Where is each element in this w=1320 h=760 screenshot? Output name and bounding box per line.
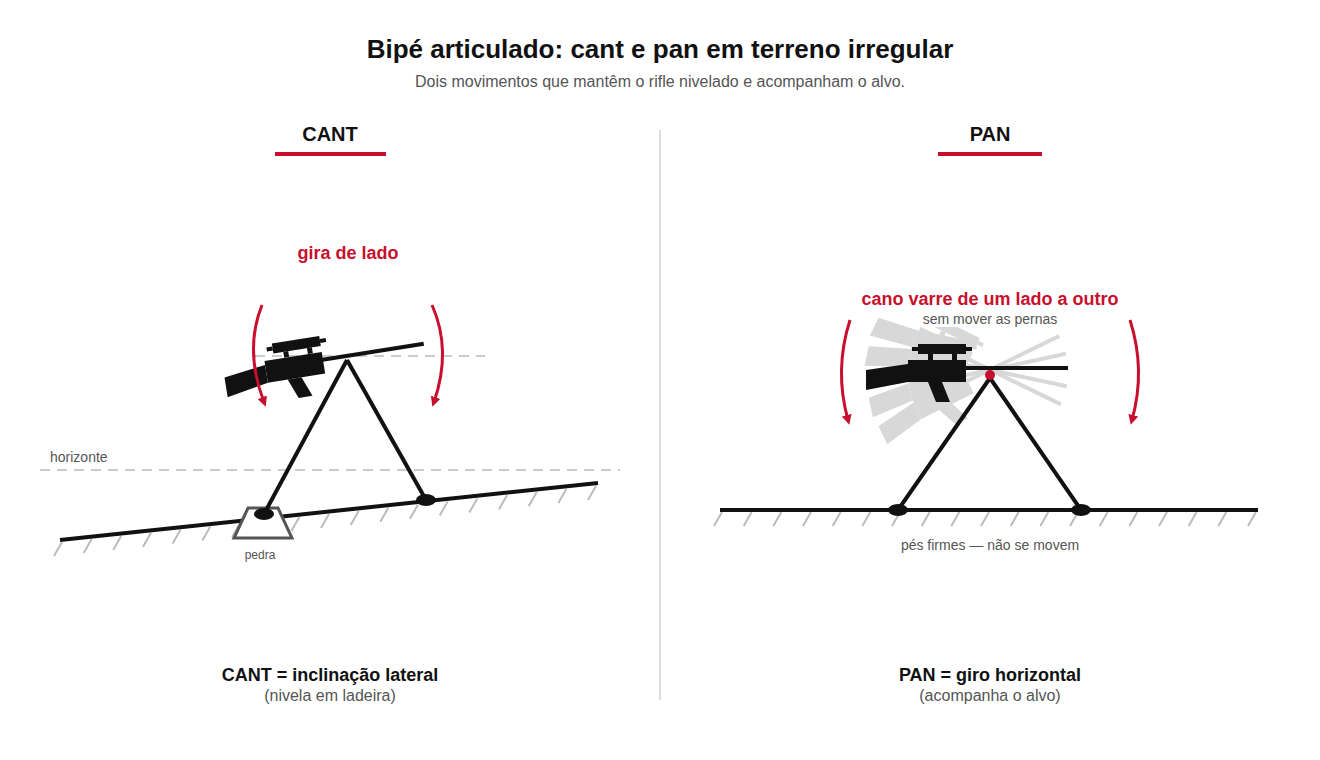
ghost-rifles	[862, 294, 1074, 455]
heading-underline	[275, 152, 386, 156]
hatch-stroke	[862, 512, 870, 526]
motion-label: gira de lado	[295, 243, 400, 264]
hatch-stroke	[1011, 512, 1019, 526]
motion-label: cano varre de um lado a outro	[859, 289, 1120, 310]
hatch-stroke	[1159, 512, 1167, 526]
hatch-stroke	[469, 498, 477, 512]
ground-hatching	[54, 486, 596, 556]
hatch-stroke	[1100, 512, 1108, 526]
note: sem mover as pernas	[921, 311, 1060, 327]
hatch-stroke	[143, 533, 151, 547]
part-label: pedra	[243, 549, 278, 563]
hatch-stroke	[202, 526, 210, 540]
hatch-stroke	[321, 514, 329, 528]
hatch-stroke	[499, 495, 507, 509]
hatch-stroke	[291, 517, 299, 531]
hatch-stroke	[113, 536, 121, 550]
section-heading: CANT	[300, 123, 360, 146]
stone	[234, 508, 292, 538]
bipod-leg	[264, 360, 347, 514]
bipod-foot	[416, 494, 436, 506]
hatch-stroke	[440, 502, 448, 516]
section-heading: PAN	[968, 123, 1013, 146]
rifle	[220, 320, 429, 409]
definition: CANT = inclinação lateral	[220, 665, 441, 686]
definition-note: (nivela em ladeira)	[262, 687, 398, 705]
ground-hatching	[714, 512, 1256, 526]
hatch-stroke	[54, 542, 62, 556]
hatch-stroke	[84, 539, 92, 553]
flat-ground	[720, 508, 1258, 512]
note: pés firmes — não se movem	[899, 537, 1081, 553]
hatch-stroke	[1218, 512, 1226, 526]
subtitle: Dois movimentos que mantêm o rifle nivel…	[413, 73, 907, 91]
definition: PAN = giro horizontal	[897, 665, 1083, 686]
hatch-stroke	[1129, 512, 1137, 526]
hatch-stroke	[1248, 512, 1256, 526]
heading-underline	[938, 152, 1042, 156]
hatch-stroke	[588, 486, 596, 500]
hatch-stroke	[773, 512, 781, 526]
hatch-stroke	[380, 508, 388, 522]
slope-ground	[60, 483, 598, 540]
horizon-line	[40, 469, 620, 471]
hatch-stroke	[558, 489, 566, 503]
definition-note: (acompanha o alvo)	[917, 687, 1062, 705]
sweep-arrow	[841, 320, 850, 420]
sweep-arrow	[1130, 320, 1139, 420]
rotation-arrow	[253, 305, 264, 402]
level-line	[255, 355, 485, 357]
hatch-stroke	[951, 512, 959, 526]
hatch-stroke	[803, 512, 811, 526]
title: Bipé articulado: cant e pan em terreno i…	[365, 35, 956, 65]
hatch-stroke	[744, 512, 752, 526]
pivot-point	[985, 370, 995, 380]
hatch-stroke	[410, 505, 418, 519]
hatch-stroke	[1040, 512, 1048, 526]
hatch-stroke	[529, 492, 537, 506]
hatch-stroke	[714, 512, 722, 526]
hatch-stroke	[833, 512, 841, 526]
rifle	[866, 344, 1068, 402]
rotation-arrow	[432, 305, 443, 402]
hatch-stroke	[1189, 512, 1197, 526]
divider	[659, 130, 661, 700]
line-label: horizonte	[48, 449, 110, 465]
bipod-leg	[990, 378, 1081, 510]
bipod-foot	[888, 504, 908, 516]
bipod-leg	[347, 360, 426, 500]
hatch-stroke	[981, 512, 989, 526]
hatch-stroke	[922, 512, 930, 526]
bipod-foot	[1071, 504, 1091, 516]
hatch-stroke	[173, 530, 181, 544]
bipod-foot	[254, 508, 274, 520]
hatch-stroke	[351, 511, 359, 525]
